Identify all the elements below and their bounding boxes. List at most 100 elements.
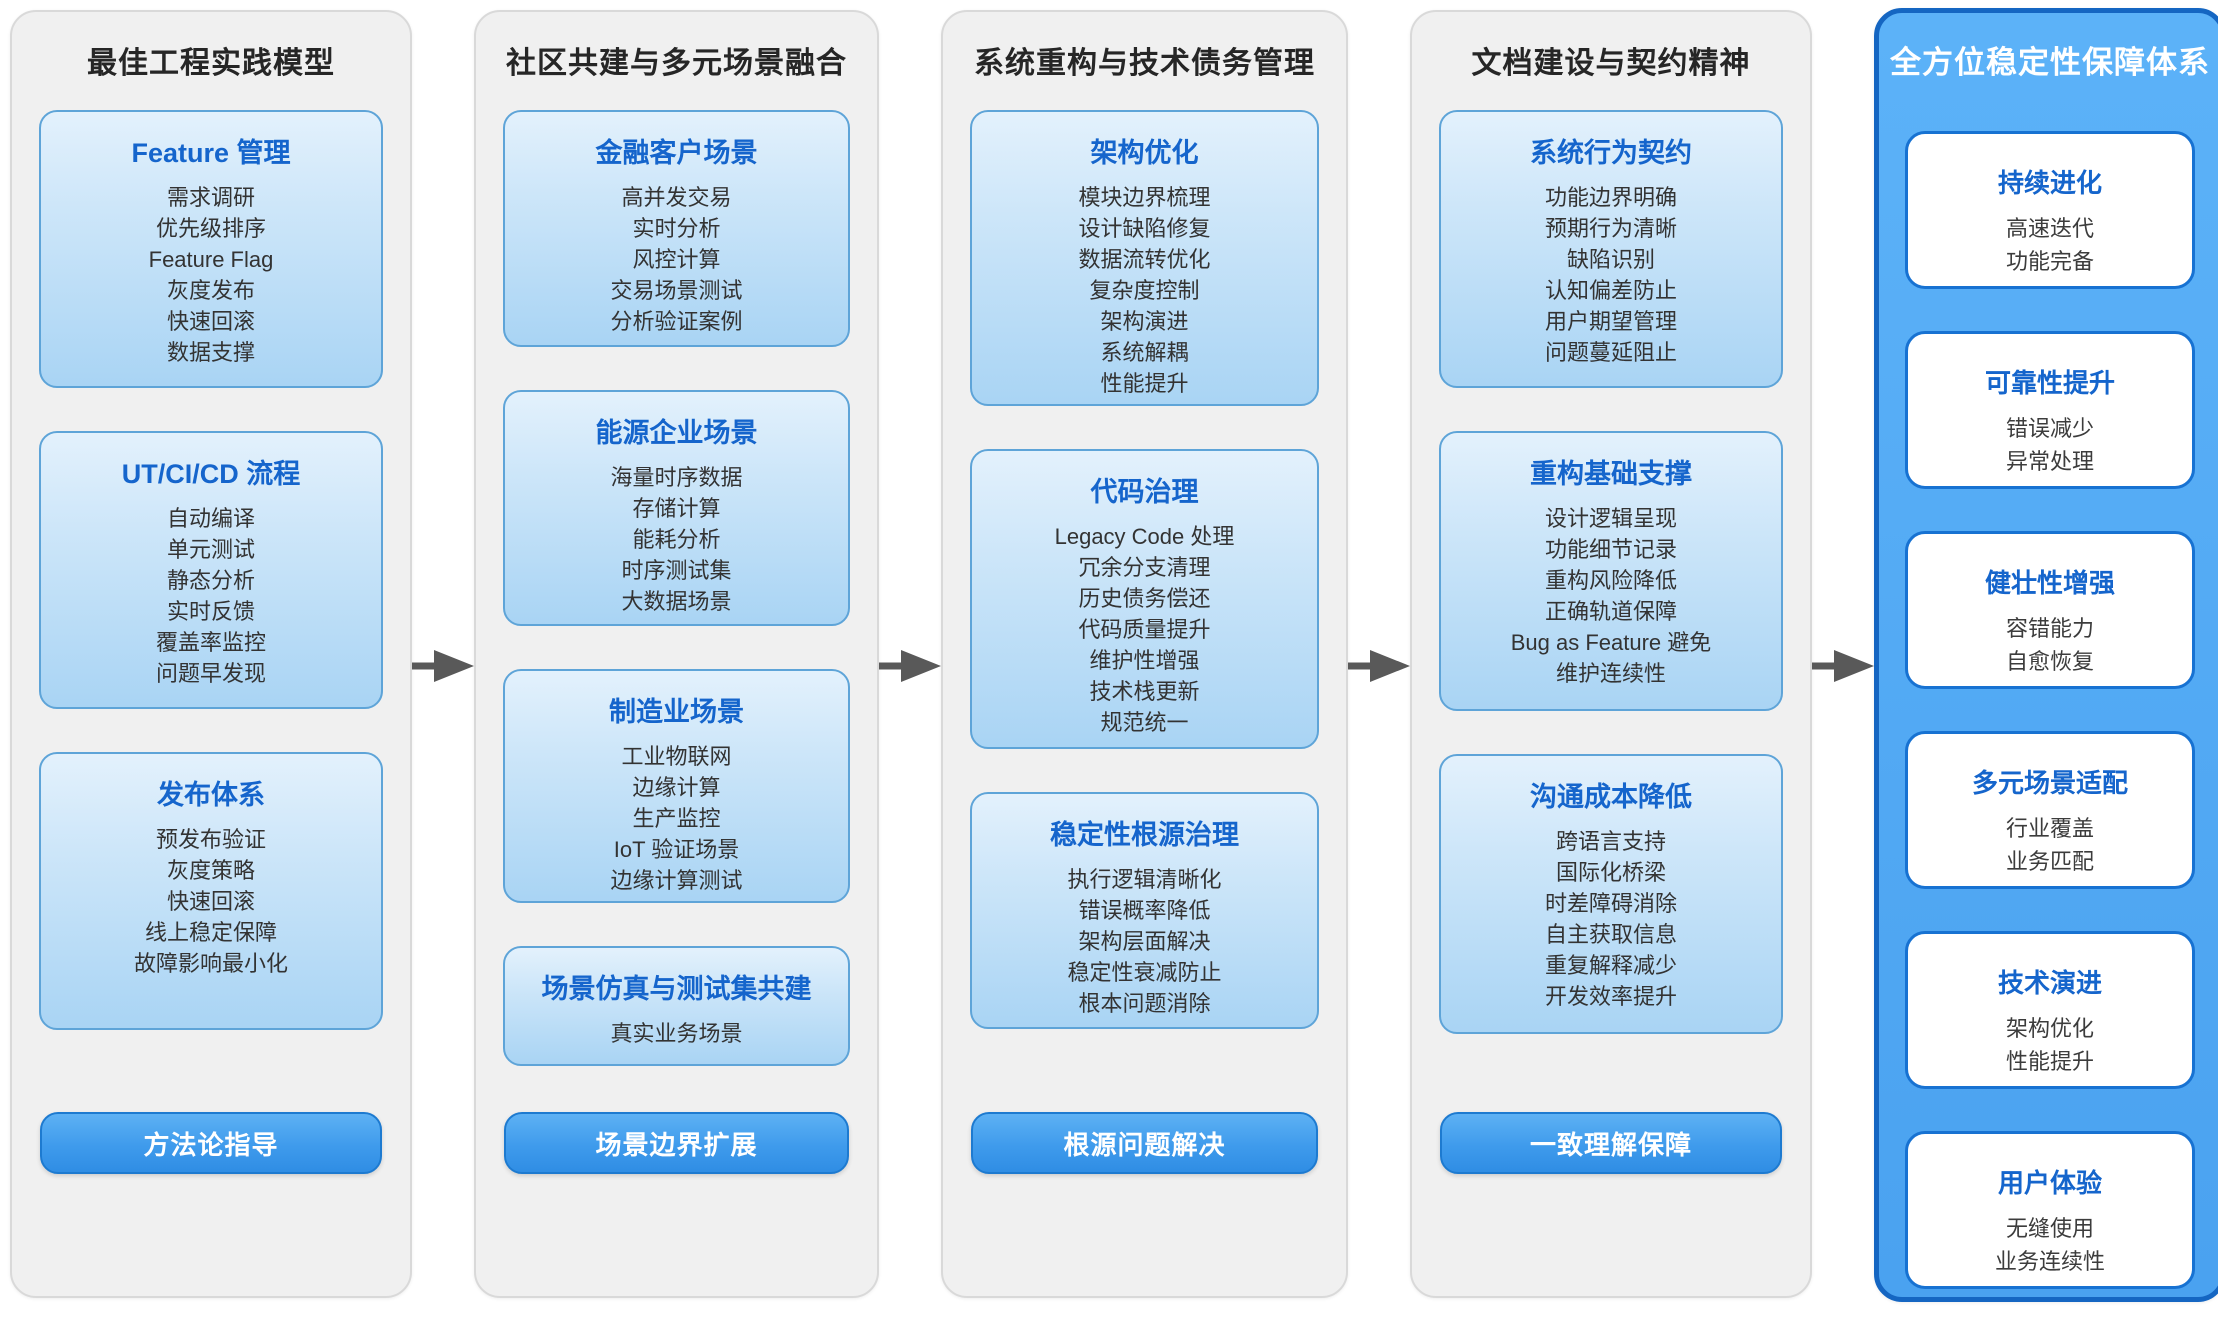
card-item-list: 行业覆盖业务匹配 <box>1908 812 2192 878</box>
right-arrow-icon <box>879 650 941 682</box>
card-item: 灰度策略 <box>166 858 255 883</box>
card-item: 功能完备 <box>2005 249 2094 274</box>
flow-arrow-2 <box>879 10 941 1310</box>
card-item: 数据支撑 <box>166 340 255 365</box>
card-item: 数据流转优化 <box>1078 247 1211 272</box>
card-item-list: 自动编译单元测试静态分析实时反馈覆盖率监控问题早发现 <box>41 503 381 689</box>
card-title: 健壮性增强 <box>1984 568 2115 598</box>
card-item: 缺陷识别 <box>1566 247 1655 272</box>
card-title: 可靠性提升 <box>1984 368 2115 398</box>
card-ut-ci-cd: UT/CI/CD 流程 自动编译单元测试静态分析实时反馈覆盖率监控问题早发现 <box>39 431 383 709</box>
card-item: 问题早发现 <box>155 661 266 686</box>
card-item: 分析验证案例 <box>610 309 743 334</box>
card-title: 场景仿真与测试集共建 <box>541 974 812 1004</box>
card-item: 线上稳定保障 <box>144 920 277 945</box>
card-item: 故障影响最小化 <box>133 951 288 976</box>
card-title: 持续进化 <box>1997 168 2102 198</box>
card-item: 业务匹配 <box>2005 849 2094 874</box>
pill-consistent-understanding: 一致理解保障 <box>1440 1112 1782 1174</box>
card-item: 功能边界明确 <box>1544 185 1677 210</box>
card-system-behavior-contract: 系统行为契约 功能边界明确预期行为清晰缺陷识别认知偏差防止用户期望管理问题蔓延阻… <box>1439 110 1783 388</box>
card-item: 覆盖率监控 <box>155 630 266 655</box>
card-item: 功能细节记录 <box>1544 537 1677 562</box>
card-title: UT/CI/CD 流程 <box>121 459 301 489</box>
pill-root-problem-solved: 根源问题解决 <box>971 1112 1318 1174</box>
card-item: 时差障碍消除 <box>1544 891 1677 916</box>
card-item: 设计逻辑呈现 <box>1544 506 1677 531</box>
card-item: 容错能力 <box>2005 616 2094 641</box>
card-item: 问题蔓延阻止 <box>1544 340 1677 365</box>
card-title: 能源企业场景 <box>595 418 758 448</box>
card-item: 业务连续性 <box>1994 1249 2105 1274</box>
card-item: 快速回滚 <box>166 889 255 914</box>
card-user-experience: 用户体验 无缝使用业务连续性 <box>1905 1131 2195 1289</box>
flow-arrow-3 <box>1348 10 1410 1310</box>
card-item: 认知偏差防止 <box>1544 278 1677 303</box>
card-item: 错误概率降低 <box>1078 898 1211 923</box>
card-title: 架构优化 <box>1090 138 1199 168</box>
card-robustness-enhancement: 健壮性增强 容错能力自愈恢复 <box>1905 531 2195 689</box>
column-title: 最佳工程实践模型 <box>87 47 335 80</box>
card-title: 金融客户场景 <box>595 138 758 168</box>
column-stability-assurance: 全方位稳定性保障体系 持续进化 高速迭代功能完备 可靠性提升 错误减少异常处理 … <box>1874 8 2218 1302</box>
card-item: IoT 验证场景 <box>613 837 740 862</box>
card-title: Feature 管理 <box>131 138 291 168</box>
card-item: 代码质量提升 <box>1078 617 1211 642</box>
card-item: 根本问题消除 <box>1078 991 1211 1016</box>
card-item: 高速迭代 <box>2005 216 2094 241</box>
card-item: 架构优化 <box>2005 1016 2094 1041</box>
right-arrow-icon <box>412 650 474 682</box>
card-item: 重复解释减少 <box>1544 953 1677 978</box>
card-item: 海量时序数据 <box>610 465 743 490</box>
card-title: 多元场景适配 <box>1971 768 2128 798</box>
card-item-list: 功能边界明确预期行为清晰缺陷识别认知偏差防止用户期望管理问题蔓延阻止 <box>1441 182 1781 368</box>
card-title: 稳定性根源治理 <box>1050 820 1239 850</box>
card-architecture-optimization: 架构优化 模块边界梳理设计缺陷修复数据流转优化复杂度控制架构演进系统解耦性能提升 <box>970 110 1319 406</box>
card-item-list: 执行逻辑清晰化错误概率降低架构层面解决稳定性衰减防止根本问题消除 <box>972 864 1317 1019</box>
card-item: 生产监控 <box>632 806 721 831</box>
card-item: 实时反馈 <box>166 599 255 624</box>
card-item: 大数据场景 <box>621 589 732 614</box>
card-title: 发布体系 <box>157 780 265 810</box>
card-item: 自愈恢复 <box>2005 649 2094 674</box>
card-item-list: 真实业务场景 <box>505 1018 848 1049</box>
card-item-list: 无缝使用业务连续性 <box>1908 1212 2192 1278</box>
card-technology-evolution: 技术演进 架构优化性能提升 <box>1905 931 2195 1089</box>
flow-arrow-1 <box>412 10 474 1310</box>
pill-methodology-guidance: 方法论指导 <box>40 1112 382 1174</box>
card-item: 稳定性衰减防止 <box>1067 960 1222 985</box>
card-item-list: 错误减少异常处理 <box>1908 412 2192 478</box>
card-item: 时序测试集 <box>621 558 732 583</box>
card-item: 维护连续性 <box>1555 661 1666 686</box>
right-arrow-icon <box>1812 650 1874 682</box>
card-item: 自主获取信息 <box>1544 922 1677 947</box>
card-item: Legacy Code 处理 <box>1054 524 1235 549</box>
card-item: 自动编译 <box>166 506 255 531</box>
card-item: 真实业务场景 <box>610 1021 743 1046</box>
card-title: 制造业场景 <box>609 697 744 727</box>
card-release-system: 发布体系 预发布验证灰度策略快速回滚线上稳定保障故障影响最小化 <box>39 752 383 1030</box>
card-item: 边缘计算 <box>632 775 721 800</box>
card-item: 高并发交易 <box>621 185 732 210</box>
card-item: Bug as Feature 避免 <box>1510 630 1712 655</box>
flow-arrow-4 <box>1812 10 1874 1310</box>
card-item: 工业物联网 <box>621 744 732 769</box>
card-item: 单元测试 <box>166 537 255 562</box>
card-item-list: 架构优化性能提升 <box>1908 1012 2192 1078</box>
card-item-list: 模块边界梳理设计缺陷修复数据流转优化复杂度控制架构演进系统解耦性能提升 <box>972 182 1317 399</box>
card-item: 架构层面解决 <box>1078 929 1211 954</box>
card-item: 设计缺陷修复 <box>1078 216 1211 241</box>
card-item-list: 海量时序数据存储计算能耗分析时序测试集大数据场景 <box>505 462 848 617</box>
card-item: 规范统一 <box>1100 710 1189 735</box>
card-item: 实时分析 <box>632 216 721 241</box>
card-item: 静态分析 <box>166 568 255 593</box>
card-item-list: Legacy Code 处理冗余分支清理历史债务偿还代码质量提升维护性增强技术栈… <box>972 521 1317 738</box>
card-item: 冗余分支清理 <box>1078 555 1211 580</box>
card-item: 预发布验证 <box>155 827 266 852</box>
pill-scenario-boundary: 场景边界扩展 <box>504 1112 849 1174</box>
